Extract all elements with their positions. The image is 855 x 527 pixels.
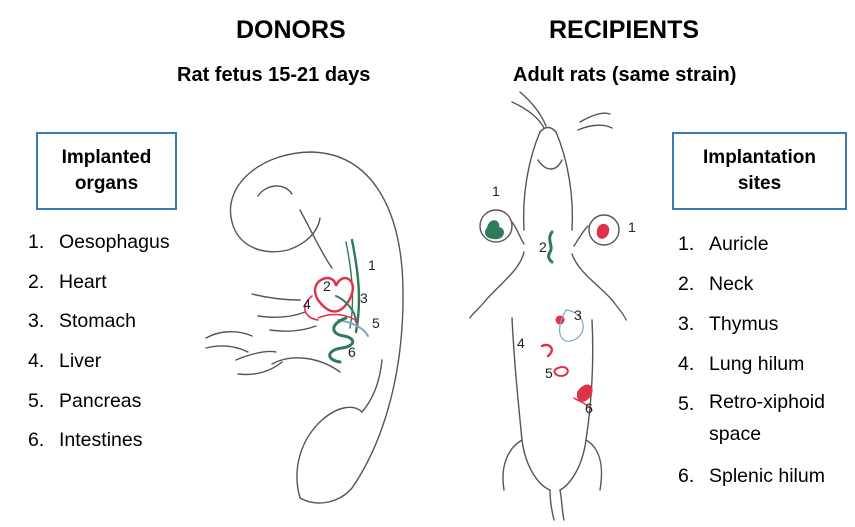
fetus-label-4: 4 [303,296,311,312]
list-item: 2.Neck [678,273,754,295]
fetus-label-3: 3 [360,290,368,306]
list-item: 2.Heart [28,270,107,293]
rat-label-4: 4 [517,335,525,351]
fetus-label-2: 2 [323,278,331,294]
list-item: 3.Stomach [28,310,136,333]
recipients-subheading: Adult rats (same strain) [513,64,737,86]
fetal-organs [304,238,369,364]
rat-label-1-left: 1 [492,183,500,199]
adult-rat-sketch [469,91,627,521]
rat-fetus-sketch [205,151,404,504]
recipients-heading: RECIPIENTS [549,16,700,44]
list-item: 4.Lung hilum [678,353,805,375]
implantation-sites-box: Implantation sites [672,132,847,210]
fetus-label-1: 1 [368,257,376,273]
donors-subheading: Rat fetus 15-21 days [177,64,371,86]
fetus-label-6: 6 [348,344,356,360]
rat-label-1-right: 1 [628,219,636,235]
list-item: 4.Liver [28,350,102,373]
rat-label-3: 3 [574,307,582,323]
list-item: 5.Retro-xiphoid space [678,391,825,445]
implantation-sites-list: 1.Auricle 2.Neck 3.Thymus 4.Lung hilum 5… [678,233,849,505]
implanted-organs-in-rat [485,220,610,411]
implanted-organs-box: Implanted organs [36,132,177,210]
rat-label-2: 2 [539,239,547,255]
rat-label-6: 6 [585,400,593,416]
implanted-organs-list: 1.Oesophagus 2.Heart 3.Stomach 4.Liver 5… [28,231,170,469]
list-item: 6.Splenic hilum [678,465,825,487]
list-item: 1.Oesophagus [28,231,170,253]
fetus-label-5: 5 [372,315,380,331]
implantation-sites-box-title: Implantation sites [703,147,816,194]
list-item: 5.Pancreas [28,389,142,412]
list-item: 3.Thymus [678,313,779,335]
implanted-organs-box-title: Implanted organs [61,147,152,194]
donors-heading: DONORS [236,16,346,44]
rat-label-5: 5 [545,365,553,381]
list-item: 1.Auricle [678,233,769,255]
list-item: 6.Intestines [28,429,143,452]
